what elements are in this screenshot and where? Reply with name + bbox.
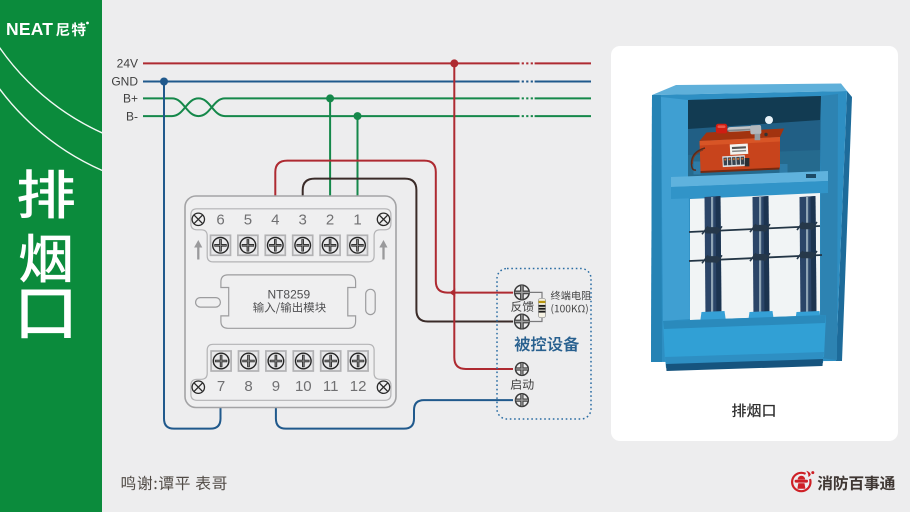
svg-text:5: 5 xyxy=(244,212,252,229)
svg-text:10: 10 xyxy=(295,378,312,395)
svg-text:1: 1 xyxy=(353,212,361,229)
svg-text:8: 8 xyxy=(244,378,252,395)
svg-text:24V: 24V xyxy=(117,57,138,71)
svg-text:6: 6 xyxy=(216,212,224,229)
svg-text:2: 2 xyxy=(326,212,334,229)
svg-text:4: 4 xyxy=(271,212,279,229)
svg-text:NT8259: NT8259 xyxy=(267,287,310,301)
svg-text:NEAT: NEAT xyxy=(6,19,53,39)
svg-text:GND: GND xyxy=(111,75,138,89)
svg-text:12: 12 xyxy=(350,378,367,395)
svg-text:11: 11 xyxy=(323,378,339,395)
svg-text:B+: B+ xyxy=(123,92,138,106)
svg-text:9: 9 xyxy=(272,378,280,395)
svg-text:3: 3 xyxy=(299,212,307,229)
svg-text:7: 7 xyxy=(217,378,225,395)
svg-text:B-: B- xyxy=(126,110,138,124)
